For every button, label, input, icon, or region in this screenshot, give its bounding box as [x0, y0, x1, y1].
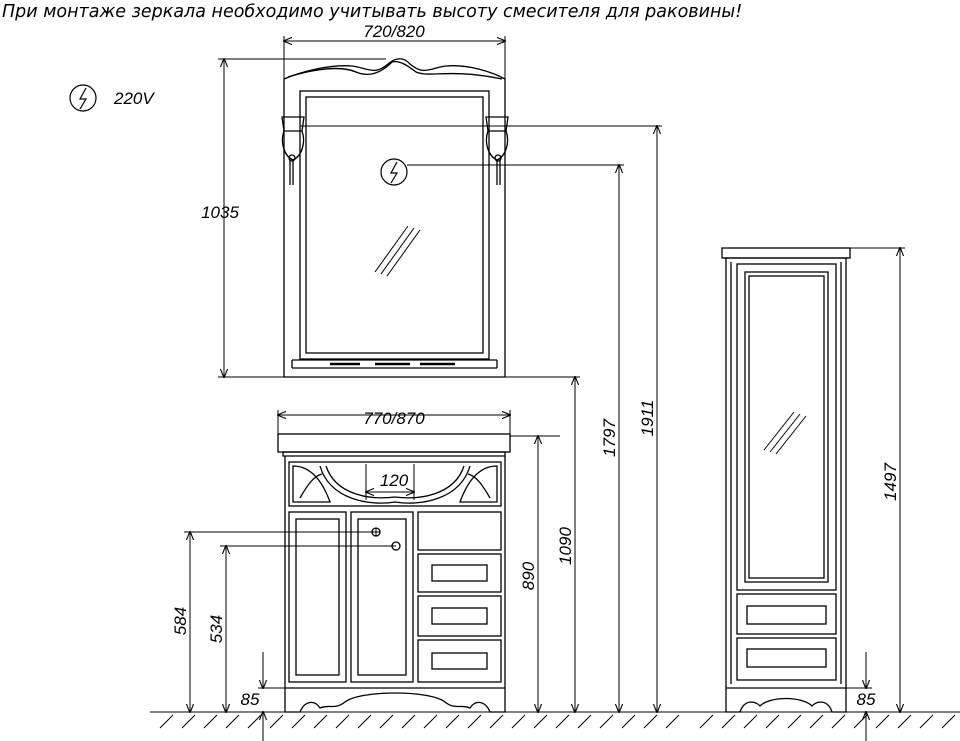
- plinth-right-label: 85: [857, 690, 876, 709]
- mirror-height-label: 1035: [201, 203, 239, 222]
- height-1797-label: 1797: [600, 419, 619, 457]
- height-584-label: 584: [171, 607, 190, 635]
- floor-line: [150, 711, 960, 729]
- mirror-power-outlet-icon: [380, 158, 408, 186]
- height-534-label: 534: [207, 615, 226, 643]
- power-label: 220V: [113, 89, 155, 108]
- height-1090-label: 1090: [556, 527, 575, 565]
- mirror-width-label: 720/820: [363, 22, 425, 41]
- vanity-width-label: 770/870: [363, 409, 425, 428]
- mirror: [283, 58, 506, 378]
- plinth-left-label: 85: [241, 690, 260, 709]
- power-outlet-icon: [69, 84, 97, 112]
- vanity: [277, 433, 511, 713]
- cabinet-height-label: 1497: [881, 463, 900, 501]
- left-sconce: [281, 116, 305, 185]
- installation-note: При монтаже зеркала необходимо учитывать…: [2, 2, 743, 22]
- faucet-spacing-label: 120: [380, 471, 409, 490]
- height-890-label: 890: [519, 561, 538, 590]
- height-1911-label: 1911: [638, 400, 657, 437]
- tall-cabinet: [721, 247, 851, 713]
